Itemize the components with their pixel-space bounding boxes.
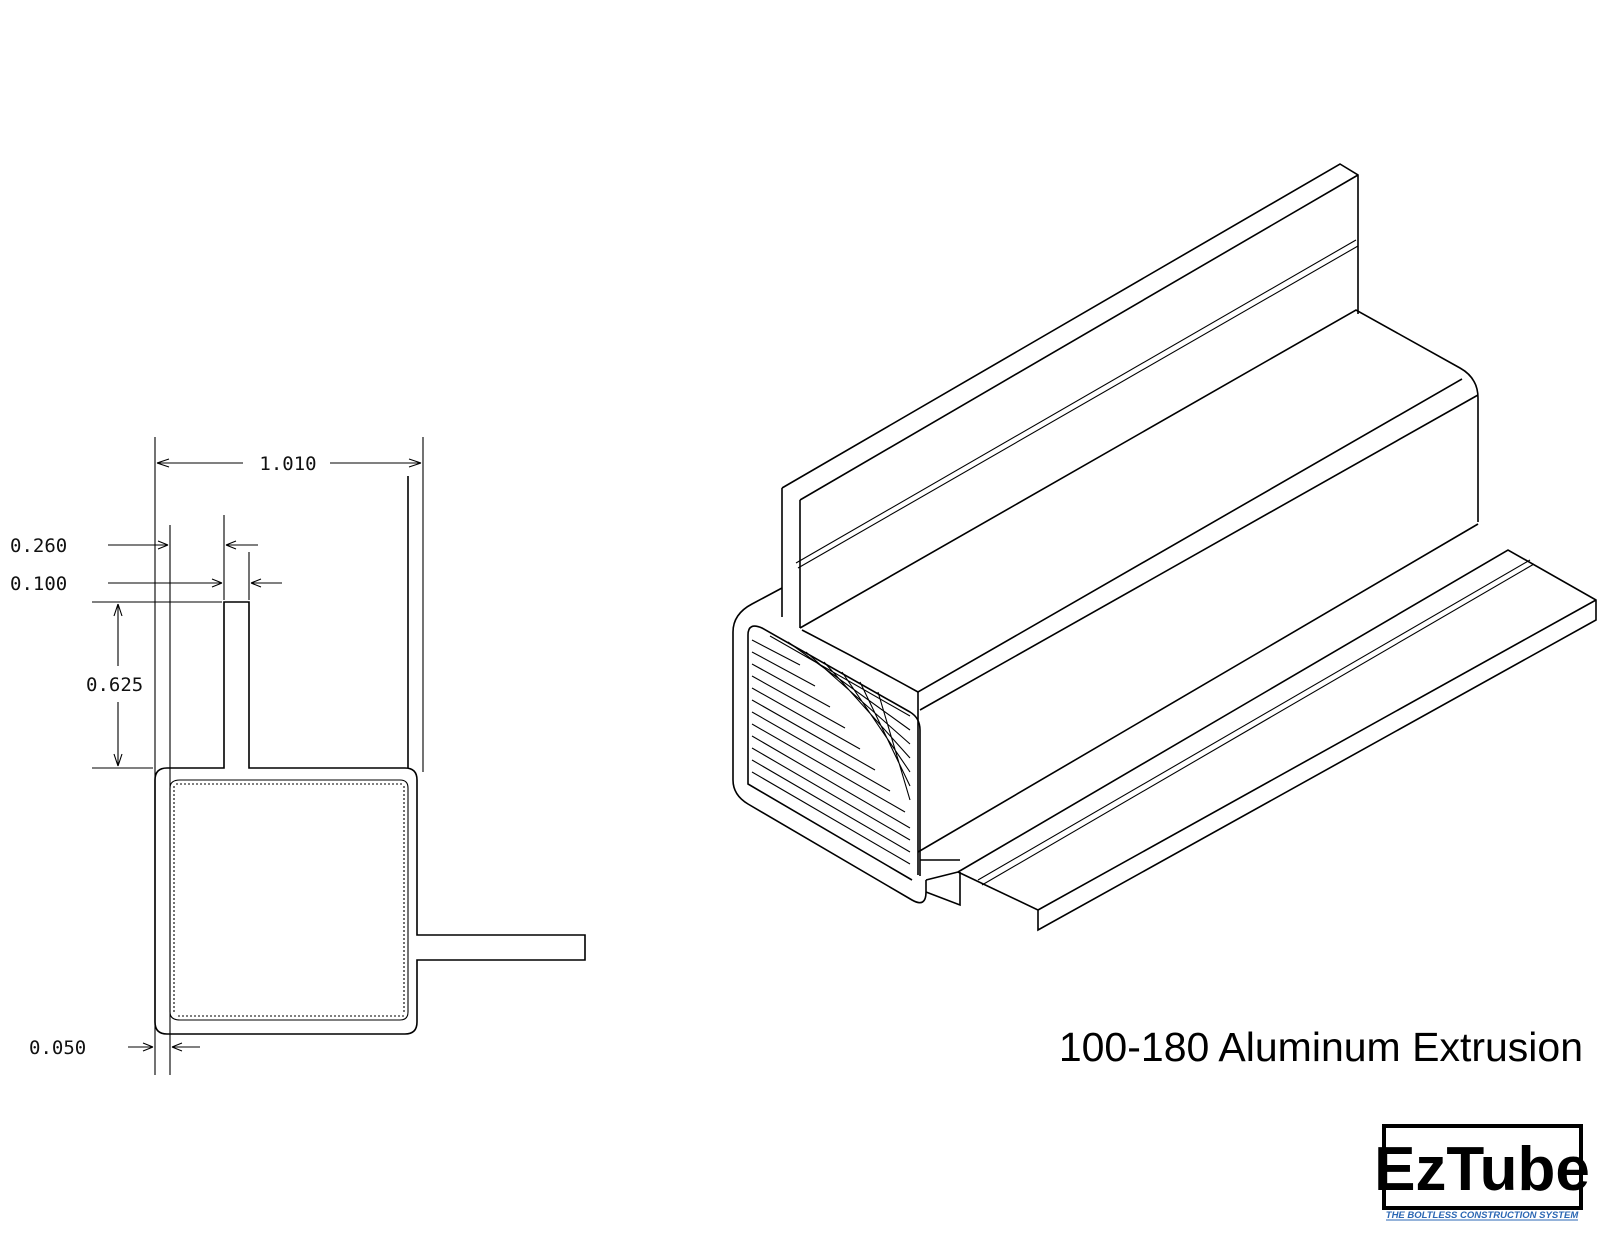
dim-fin-height: 0.625 — [86, 601, 222, 769]
dim-fin-offset: 0.260 — [10, 515, 258, 1075]
dim-overall-width: 1.010 — [154, 437, 424, 1075]
logo-brand: EzTube — [1374, 1135, 1590, 1204]
drawing-title: 100-180 Aluminum Extrusion — [1059, 1024, 1583, 1070]
dim-wall-thickness: 0.050 — [29, 1037, 200, 1059]
dim-label-wall-thickness: 0.050 — [29, 1037, 86, 1059]
dim-label-fin-offset: 0.260 — [10, 535, 67, 557]
logo-tagline: THE BOLTLESS CONSTRUCTION SYSTEM — [1386, 1210, 1580, 1221]
dim-fin-thickness: 0.100 — [10, 552, 282, 600]
dim-label-fin-thickness: 0.100 — [10, 573, 67, 595]
dim-label-overall-width: 1.010 — [259, 453, 316, 475]
isometric-view — [732, 163, 1597, 932]
cross-section-profile — [154, 476, 586, 1035]
dim-label-fin-height: 0.625 — [86, 674, 143, 696]
knurled-interior — [751, 635, 911, 865]
inner-knurled-wall — [169, 779, 409, 1021]
eztube-logo: EzTube THE BOLTLESS CONSTRUCTION SYSTEM — [1374, 1124, 1590, 1221]
